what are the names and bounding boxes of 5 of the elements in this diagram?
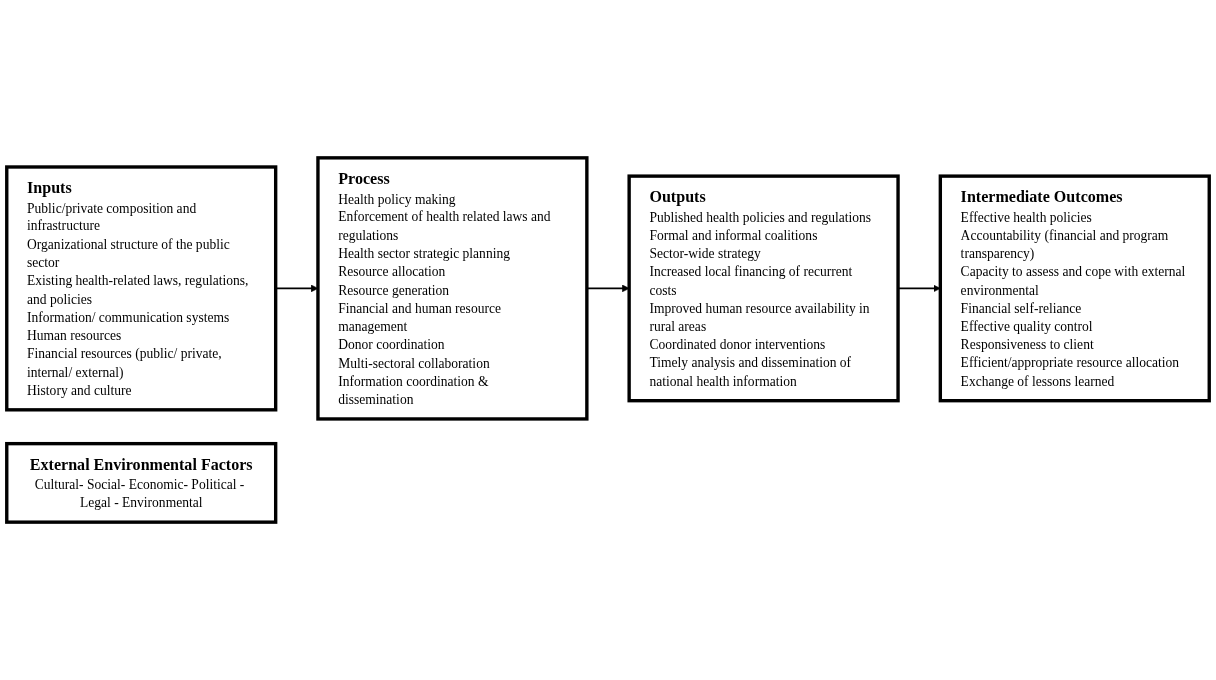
node-box: External Environmental Factors Cultural- Social- Economic- Political - Legal - Environmental bbox=[5, 441, 278, 524]
node-box: Outputs Published health policies and regulations Formal and informal coalitions Sector-wide strategy Increased local financing of recurrent costs Improved human resource availability in rural areas Coordinated donor interventions Timely analysis and dissemination of national health information bbox=[627, 174, 900, 403]
node-box: Inputs Public/private composition and infrastructure Organizational structure of the public sector Existing health-related laws, regulations, and policies Information/ communication systems Human resources Financial resources (public/ private, internal/ external) History and culture bbox=[5, 165, 278, 412]
node-box: Intermediate Outcomes Effective health policies Accountability (financial and program transparency) Capacity to assess and cope with external environmental Financial self-reliance Effective quality control Responsiveness to client Efficient/appropriate resource allocation Exchange of lessons learned bbox=[938, 174, 1211, 403]
node-box: Process Health policy making Enforcement of health related laws and regulations Health sector strategic planning Resource allocation Resource generation Financial and human resource management Donor coordination Multi-sectoral collaboration Information coordination & dissemination bbox=[316, 156, 589, 421]
